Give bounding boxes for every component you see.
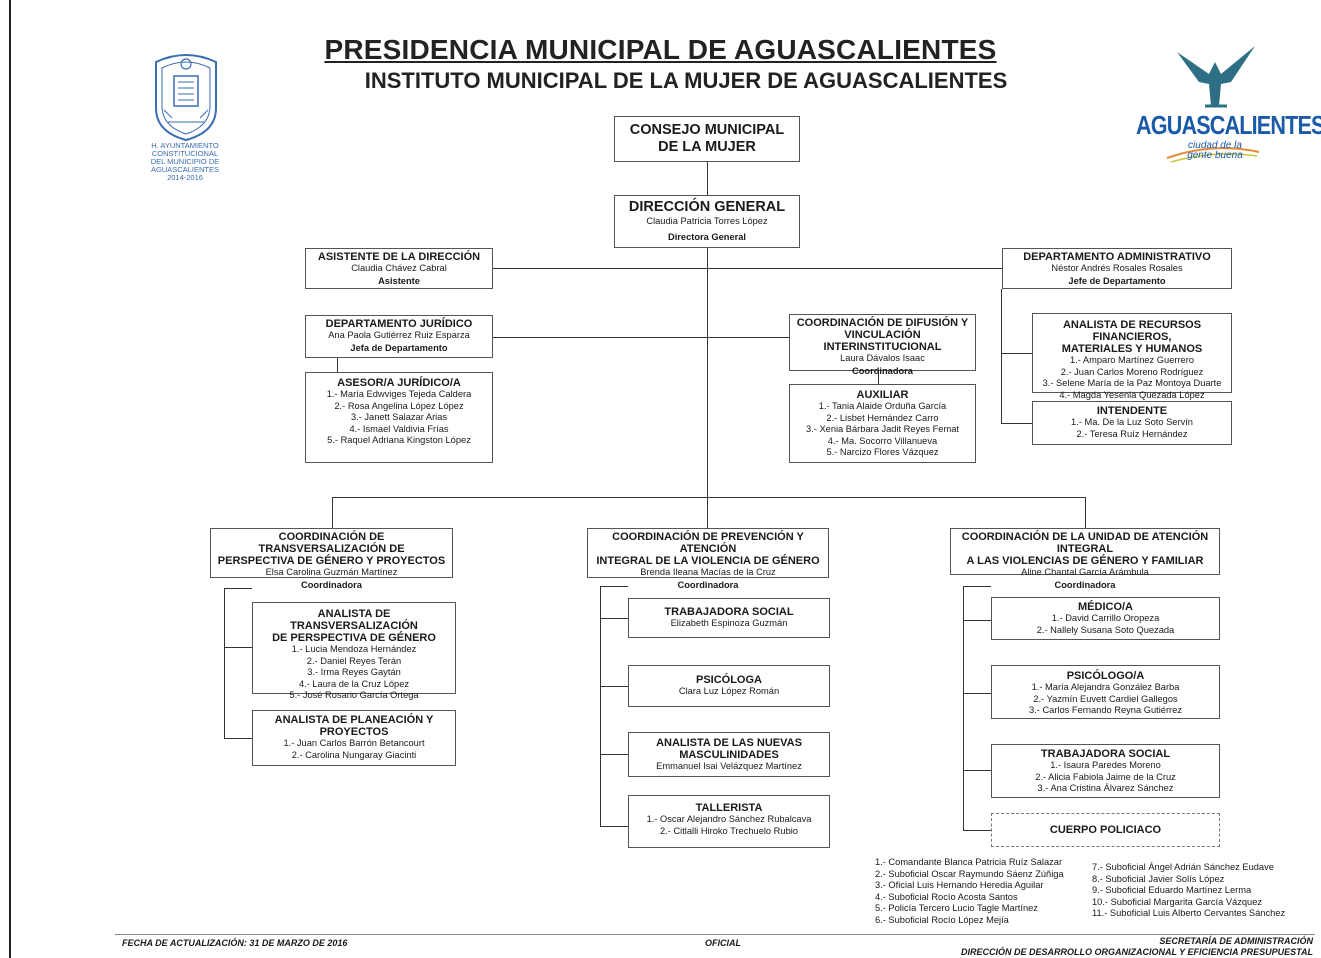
consejo-municipal-box: CONSEJO MUNICIPAL DE LA MUJER — [614, 116, 800, 162]
connector-line — [492, 337, 790, 338]
seal-caption: H. AYUNTAMIENTO CONSTITUCIONAL DEL MUNIC… — [150, 141, 220, 182]
page-title: PRESIDENCIA MUNICIPAL DE AGUASCALIENTES — [324, 34, 997, 65]
connector-line — [600, 686, 628, 687]
connector-line — [224, 588, 225, 738]
footer-direccion: DIRECCIÓN DE DESARROLLO ORGANIZACIONAL Y… — [960, 947, 1313, 957]
footer-oficial: OFICIAL — [705, 938, 741, 948]
connector-line — [600, 826, 628, 827]
analista-masculinidades-box: ANALISTA DE LAS NUEVAS MASCULINIDADES Em… — [628, 732, 830, 777]
analista-planeacion-box: ANALISTA DE PLANEACIÓN Y PROYECTOS 1.- J… — [252, 710, 456, 766]
page-subtitle: INSTITUTO MUNICIPAL DE LA MUJER DE AGUAS… — [364, 68, 1008, 93]
list-item: 2.- Suboficial Oscar Raymundo Sáenz Zúñi… — [875, 868, 1064, 879]
asistente-direccion-box: ASISTENTE DE LA DIRECCIÓN Claudia Chávez… — [305, 248, 493, 289]
list-item: 11.- Suboficial Luis Alberto Cervantes S… — [1092, 908, 1286, 918]
connector-line — [963, 693, 991, 694]
coordinacion-unidad-box: COORDINACIÓN DE LA UNIDAD DE ATENCIÓN IN… — [950, 528, 1220, 590]
list-item: 8.- Suboficial Javier Solís López — [1092, 873, 1225, 884]
list-item: 1.- Comandante Blanca Patricia Ruíz Sala… — [875, 857, 1063, 867]
footer-date: FECHA DE ACTUALIZACIÓN: 31 DE MARZO DE 2… — [122, 938, 348, 948]
connector-line — [963, 620, 991, 621]
connector-line — [963, 586, 991, 587]
coordinacion-prevencion-box: COORDINACIÓN DE PREVENCIÓN Y ATENCIÓN IN… — [587, 528, 829, 590]
cuerpo-policiaco-box: CUERPO POLICIACO — [991, 813, 1220, 847]
connector-line — [878, 371, 879, 384]
logo-tagline: ciudad de la gente buena — [1187, 140, 1243, 161]
police-list-left: 1.- Comandante Blanca Patricia Ruíz Sala… — [875, 857, 1064, 926]
aguascalientes-eagle-logo — [1177, 46, 1255, 108]
coordinacion-difusion-box: COORDINACIÓN DE DIFUSIÓN Y VINCULACIÓN I… — [789, 314, 976, 376]
connector-line — [1085, 497, 1086, 529]
connector-line — [600, 586, 628, 587]
auxiliar-box: AUXILIAR 1.- Tania Alaide Orduña García … — [789, 384, 976, 463]
connector-line — [963, 586, 964, 830]
list-item: 10.- Suboficial Margarita García Vázquez — [1092, 896, 1263, 907]
intendente-box: INTENDENTE 1.- Ma. De la Luz Soto Servín… — [1032, 401, 1232, 445]
connector-line — [337, 358, 338, 372]
connector-line — [224, 738, 252, 739]
tallerista-box: TALLERISTA 1.- Oscar Alejandro Sánchez R… — [628, 795, 830, 848]
connector-line — [224, 647, 252, 648]
police-list-right: 7.- Suboficial Ángel Adrián Sánchez Euda… — [1092, 862, 1285, 920]
connector-line — [332, 497, 333, 529]
asesor-juridico-box: ASESOR/A JURÍDICO/A 1.- María Edwviges T… — [305, 372, 493, 463]
trabajadora-social-box: TRABAJADORA SOCIAL Elizabeth Espinoza Gu… — [628, 598, 830, 638]
analista-transversalizacion-box: ANALISTA DE TRANSVERSALIZACIÓN DE PERSPE… — [252, 602, 456, 700]
municipal-seal-logo — [155, 54, 217, 142]
connector-line — [332, 497, 1085, 498]
connector-line — [224, 588, 252, 589]
coordinacion-transversalizacion-box: COORDINACIÓN DE TRANSVERSALIZACIÓN DE PE… — [210, 528, 453, 590]
footer-rule — [115, 934, 1315, 935]
connector-line — [963, 770, 991, 771]
connector-line — [1001, 423, 1032, 424]
connector-line — [492, 268, 1002, 269]
departamento-administrativo-box: DEPARTAMENTO ADMINISTRATIVO Néstor André… — [1002, 248, 1232, 289]
connector-line — [707, 161, 708, 195]
list-item: 9.- Suboficial Eduardo Martínez Lerma — [1092, 885, 1252, 895]
connector-line — [600, 586, 601, 826]
connector-line — [600, 754, 628, 755]
connector-line — [963, 830, 991, 831]
list-item: 3.- Oficial Luis Hernando Heredia Aguila… — [875, 880, 1044, 890]
trabajadora-social-unidad-box: TRABAJADORA SOCIAL 1.- Isaura Paredes Mo… — [991, 744, 1220, 798]
aguascalientes-wordmark: AGUASCALIENTES — [1136, 110, 1321, 140]
direccion-general-box: DIRECCIÓN GENERAL Claudia Patricia Torre… — [614, 195, 800, 248]
connector-line — [1001, 353, 1032, 354]
psicologo-box: PSICÓLOGO/A 1.- María Alejandra González… — [991, 665, 1220, 719]
scan-edge — [9, 0, 11, 958]
list-item: 5.- Policía Tercero Lucio Tagle Martínez — [875, 903, 1038, 913]
connector-line — [707, 247, 708, 497]
connector-line — [707, 497, 708, 529]
departamento-juridico-box: DEPARTAMENTO JURÍDICO Ana Paola Gutiérre… — [305, 315, 493, 358]
list-item: 6.- Suboficial Rocío López Mejía — [875, 914, 1009, 925]
psicologa-box: PSICÓLOGA Clara Luz López Román — [628, 665, 830, 707]
footer-secretaria: SECRETARÍA DE ADMINISTRACIÓN — [1159, 936, 1313, 946]
medico-box: MÉDICO/A 1.- David Carrillo Oropeza 2.- … — [991, 597, 1220, 640]
wordmark-swoosh-icon — [1166, 147, 1260, 163]
connector-line — [600, 618, 628, 619]
analista-recursos-box: ANALISTA DE RECURSOS FINANCIEROS, MATERI… — [1032, 313, 1232, 400]
list-item: 4.- Suboficial Rocío Acosta Santos — [875, 891, 1018, 902]
list-item: 7.- Suboficial Ángel Adrián Sánchez Euda… — [1092, 862, 1274, 872]
connector-line — [1001, 289, 1002, 423]
